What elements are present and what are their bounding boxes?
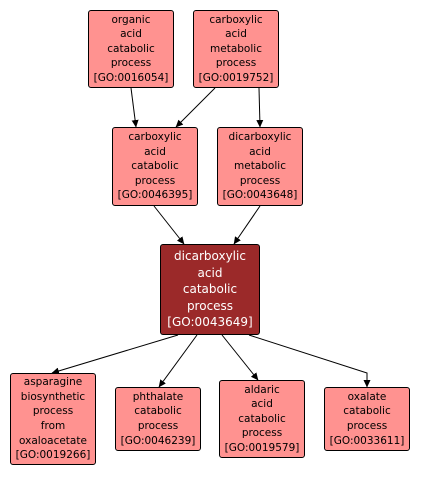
node-label-line: acid <box>225 28 247 41</box>
edge-carboxylic-metabolic-to-carboxylic-catabolic <box>175 87 216 128</box>
node-label-line: process <box>346 420 388 432</box>
node-label-line: catabolic <box>131 160 179 173</box>
node-label-line: process <box>137 420 179 432</box>
node-label-line: process <box>215 57 257 70</box>
node-asparagine-biosynthetic-process-from-oxaloacetate[interactable]: asparagine biosynthetic process from oxa… <box>10 373 96 465</box>
edge-carboxylic-catabolic-to-dicarboxylic-catabolic <box>153 205 185 245</box>
node-carboxylic-acid-catabolic-process[interactable]: carboxylic acid catabolic process [GO:00… <box>112 127 198 206</box>
node-label-line: dicarboxylic <box>228 131 292 144</box>
edge-carboxylic-metabolic-to-dicarboxylic-metabolic <box>256 87 264 128</box>
node-label-line: asparagine <box>23 376 83 389</box>
node-label-line: metabolic <box>210 42 262 55</box>
node-label-line: oxaloacetate <box>19 434 87 447</box>
node-dicarboxylic-acid-metabolic-process[interactable]: dicarboxylic acid metabolic process [GO:… <box>217 127 303 206</box>
node-go-id: [GO:0043648] <box>222 189 298 202</box>
node-label-line: process <box>241 427 283 440</box>
node-label-line: process <box>110 57 152 70</box>
node-go-id: [GO:0019752] <box>198 71 274 84</box>
node-phthalate-catabolic-process[interactable]: phthalate catabolic process [GO:0046239] <box>115 387 201 451</box>
node-go-id: [GO:0046395] <box>117 189 193 202</box>
node-organic-acid-catabolic-process[interactable]: organic acid catabolic process [GO:00160… <box>88 10 174 88</box>
node-label-line: acid <box>251 398 273 411</box>
node-label-line: organic <box>111 13 151 26</box>
node-label-line: process <box>239 174 281 187</box>
node-go-id: [GO:0019579] <box>224 441 300 454</box>
node-label-line: catabolic <box>343 405 391 418</box>
node-go-id: [GO:0046239] <box>120 434 196 447</box>
node-label-line: phthalate <box>132 390 184 403</box>
node-label-line: dicarboxylic <box>174 249 246 264</box>
node-label-line: acid <box>120 28 142 41</box>
edge-to-asparagine <box>51 334 179 375</box>
node-aldaric-acid-catabolic-process[interactable]: aldaric acid catabolic process [GO:00195… <box>219 380 305 458</box>
node-carboxylic-acid-metabolic-process[interactable]: carboxylic acid metabolic process [GO:00… <box>193 10 279 88</box>
node-label-line: catabolic <box>182 282 238 297</box>
node-label-line: aldaric <box>244 383 280 396</box>
node-dicarboxylic-acid-catabolic-process[interactable]: dicarboxylic acid catabolic process [GO:… <box>160 244 260 335</box>
node-label-line: catabolic <box>134 405 182 418</box>
node-label-line: from <box>40 420 66 432</box>
node-go-id: [GO:0019266] <box>15 449 91 462</box>
edge-to-oxalate <box>248 334 371 388</box>
node-label-line: catabolic <box>238 412 286 425</box>
node-go-id: [GO:0043649] <box>167 315 253 330</box>
node-label-line: acid <box>144 145 166 158</box>
edge-organic-acid-to-carboxylic-catabolic <box>130 87 139 128</box>
node-label-line: process <box>32 405 74 418</box>
node-label-line: catabolic <box>107 42 155 55</box>
node-label-line: oxalate <box>347 390 387 403</box>
node-label-line: carboxylic <box>209 13 263 26</box>
node-label-line: acid <box>249 145 271 158</box>
node-label-line: process <box>134 174 176 187</box>
node-go-id: [GO:0016054] <box>93 71 169 84</box>
node-label-line: biosynthetic <box>20 390 86 403</box>
node-label-line: carboxylic <box>128 131 182 144</box>
node-go-id: [GO:0033611] <box>329 434 405 447</box>
node-oxalate-catabolic-process[interactable]: oxalate catabolic process [GO:0033611] <box>324 387 410 451</box>
edge-to-phthalate <box>158 334 198 388</box>
node-label-line: process <box>186 298 234 313</box>
node-label-line: metabolic <box>234 160 286 173</box>
node-label-line: acid <box>197 265 223 280</box>
edge-to-aldaric <box>221 334 259 381</box>
edge-dicarboxylic-metabolic-to-dicarboxylic-catabolic <box>233 205 261 245</box>
